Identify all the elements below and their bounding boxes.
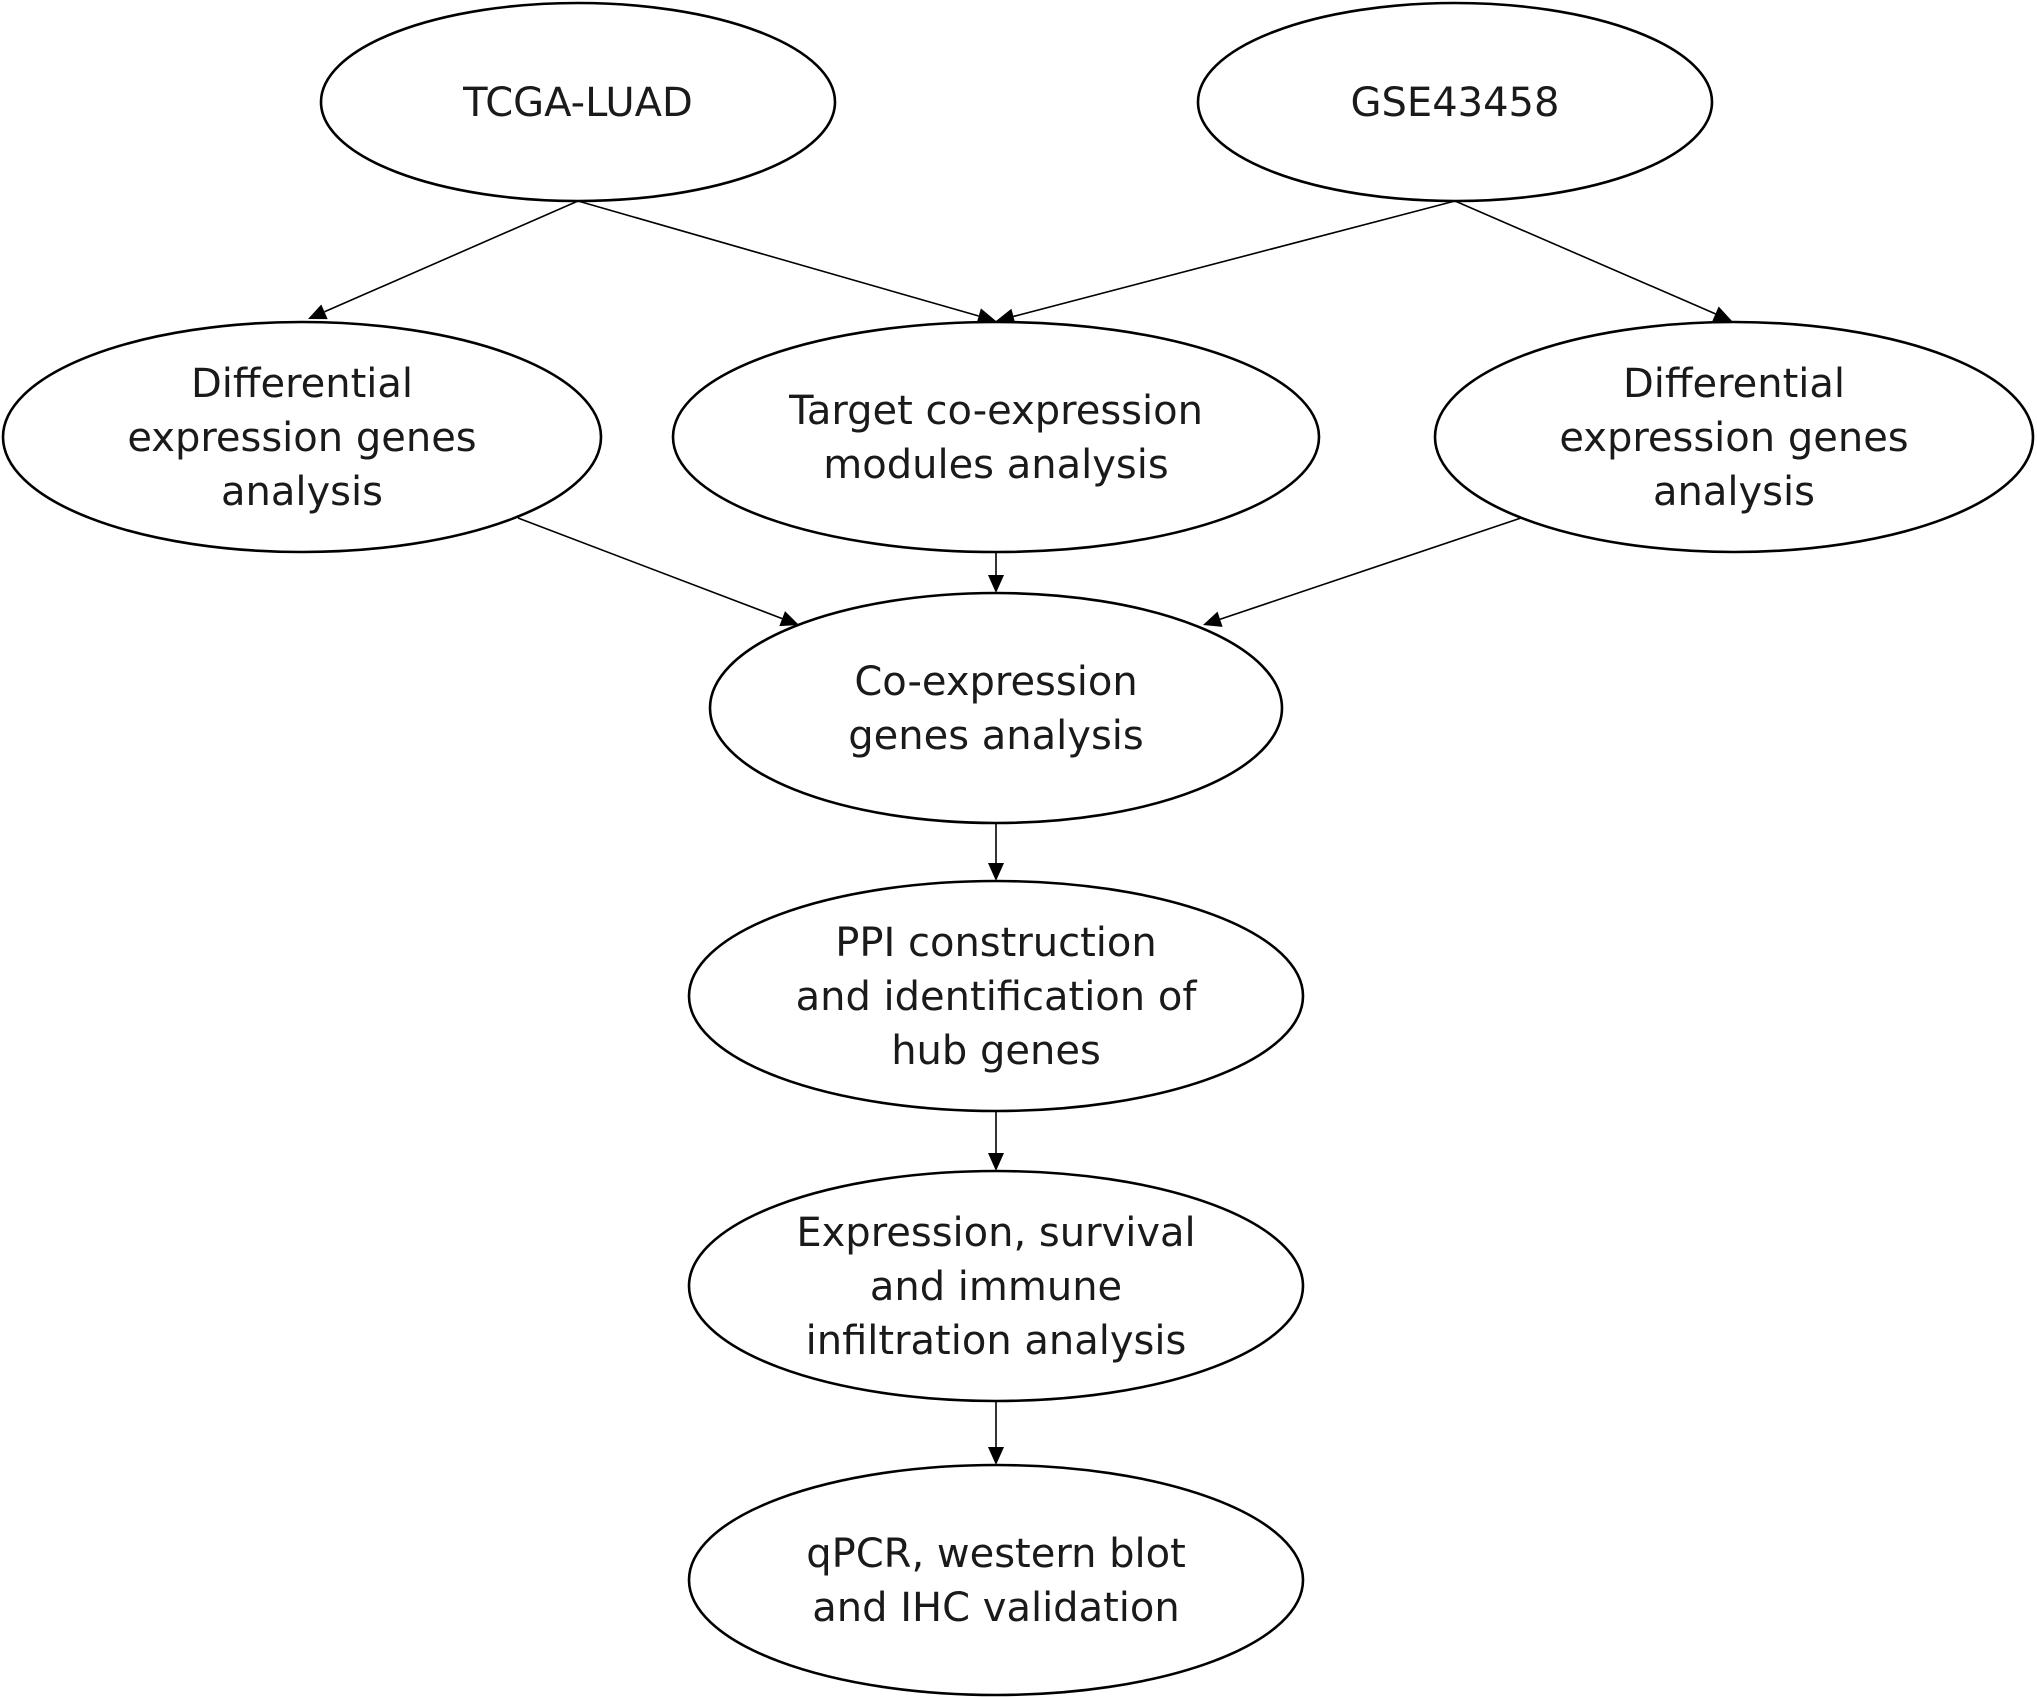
edge-tcga-to-deg_left <box>308 200 579 320</box>
edge-gse-to-deg_right <box>1454 200 1732 322</box>
node-label-line: hub genes <box>891 1028 1101 1074</box>
node-label-line: Differential <box>191 361 413 407</box>
arrowhead-icon <box>988 575 1004 593</box>
node-label-line: and identification of <box>796 974 1198 1020</box>
edges-layer <box>308 200 1732 1465</box>
node-label-line: qPCR, western blot <box>806 1531 1186 1577</box>
edge-target_modules-to-coexpression <box>988 552 1004 593</box>
edge-deg_right-to-coexpression <box>1203 517 1522 627</box>
edge-line <box>1013 200 1456 318</box>
node-ellipse <box>708 591 1284 825</box>
node-expression-survival: Expression, survival and immune infiltrati… <box>687 1169 1305 1403</box>
node-gse: GSE43458 <box>1196 1 1714 203</box>
arrowhead-icon <box>976 308 996 324</box>
node-label-line: GSE43458 <box>1351 80 1560 126</box>
edge-deg_left-to-coexpression <box>517 517 799 627</box>
node-ppi: PPI construction and identification of hub… <box>687 879 1305 1113</box>
node-label-line: infiltration analysis <box>806 1318 1187 1364</box>
node-label-line: Differential <box>1623 361 1845 407</box>
arrowhead-icon <box>996 308 1016 325</box>
node-label-line: analysis <box>221 469 383 515</box>
node-label-line: Target co-expression <box>788 388 1203 434</box>
edge-gse-to-target_modules <box>996 200 1456 325</box>
node-ellipse <box>1433 320 2035 554</box>
edge-line <box>324 200 579 313</box>
node-label-line: modules analysis <box>823 442 1168 488</box>
node-validation: qPCR, western blot and IHC validation <box>687 1463 1305 1697</box>
node-label-line: expression genes <box>1559 415 1908 461</box>
arrowhead-icon <box>1712 306 1732 322</box>
node-label-line: TCGA-LUAD <box>462 80 693 126</box>
node-deg-right: Differential expression genes analysis <box>1433 320 2035 554</box>
edge-line <box>1454 200 1716 315</box>
node-label-line: expression genes <box>127 415 476 461</box>
edge-line <box>517 517 783 620</box>
edge-coexpression-to-ppi <box>988 823 1004 881</box>
edge-line <box>1219 517 1522 621</box>
edge-expression_survival-to-validation <box>988 1401 1004 1465</box>
arrowhead-icon <box>988 1153 1004 1171</box>
node-label-line: analysis <box>1653 469 1815 515</box>
node-label-line: genes analysis <box>848 713 1143 759</box>
arrowhead-icon <box>308 304 328 320</box>
node-ellipse <box>687 1463 1305 1697</box>
arrowhead-icon <box>988 863 1004 881</box>
node-ellipse <box>1196 1 1714 203</box>
node-ellipse <box>319 1 837 203</box>
node-ellipse <box>1 320 603 554</box>
node-label-line: and immune <box>870 1264 1122 1310</box>
node-ellipse <box>687 879 1305 1113</box>
node-ellipse <box>687 1169 1305 1403</box>
edge-ppi-to-expression_survival <box>988 1111 1004 1171</box>
node-target-modules: Target co-expression modules analysis <box>671 320 1321 554</box>
node-coexpression: Co-expression genes analysis <box>708 591 1284 825</box>
arrowhead-icon <box>1203 611 1223 627</box>
arrowhead-icon <box>988 1447 1004 1465</box>
node-label-line: PPI construction <box>835 920 1157 966</box>
node-deg-left: Differential expression genes analysis <box>1 320 603 554</box>
edge-tcga-to-target_modules <box>577 200 996 324</box>
node-label-line: and IHC validation <box>812 1585 1179 1631</box>
node-ellipse <box>671 320 1321 554</box>
edge-line <box>577 200 979 317</box>
node-label-line: Co-expression <box>854 659 1137 705</box>
node-tcga: TCGA-LUAD <box>319 1 837 203</box>
node-label-line: Expression, survival <box>796 1210 1195 1256</box>
arrowhead-icon <box>779 611 799 627</box>
